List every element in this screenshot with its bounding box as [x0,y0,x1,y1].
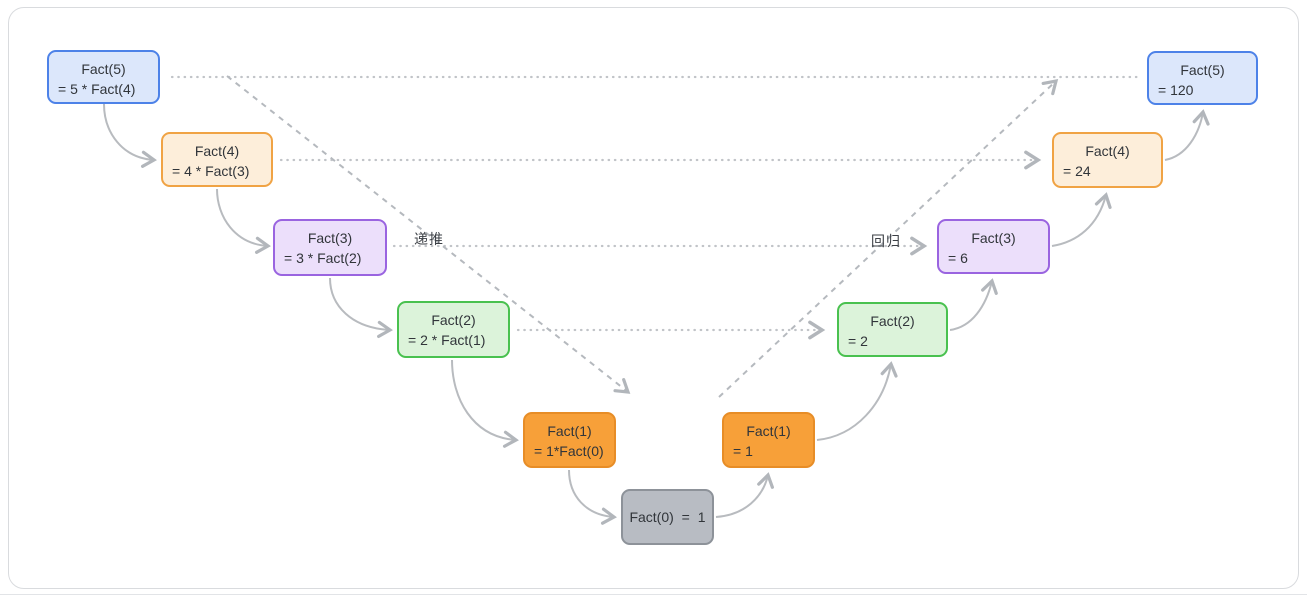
node-expression: = 1*Fact(0) [534,443,604,459]
arrow-return2-return3 [949,278,998,331]
node-value: = 24 [1063,163,1091,179]
arrow-call5-call4 [103,103,157,168]
node-title: Fact(5) [1180,62,1225,78]
node-fact2-call: Fact(2) = 2 * Fact(1) [397,301,510,358]
node-fact4-call: Fact(4) = 4 * Fact(3) [161,132,273,187]
node-title: Fact(4) [1085,143,1130,159]
node-expression: = 4 * Fact(3) [172,163,250,179]
arrow-return1-return2 [816,361,898,441]
node-expression: = 3 * Fact(2) [284,250,362,266]
label-return-phase: 回归 [871,233,901,249]
node-title: Fact(1) [746,423,791,439]
node-value: = 2 [848,333,868,349]
node-fact3-call: Fact(3) = 3 * Fact(2) [273,219,387,276]
arrow-base-return1 [715,472,774,518]
node-title: Fact(0) = 1 [629,509,706,525]
node-fact1-return: Fact(1) = 1 [722,412,815,468]
node-title: Fact(3) [971,230,1016,246]
arrow-return3-return4 [1051,192,1112,247]
label-descend-phase: 递推 [414,231,444,247]
node-fact2-return: Fact(2) = 2 [837,302,948,357]
node-title: Fact(5) [81,61,126,77]
arrow-call3-call2 [329,277,393,339]
node-fact1-call: Fact(1) = 1*Fact(0) [523,412,616,468]
arrow-call1-base [568,469,617,525]
arrow-call4-call3 [216,188,271,254]
node-fact0-base: Fact(0) = 1 [621,489,714,545]
node-title: Fact(2) [870,313,915,329]
node-fact4-return: Fact(4) = 24 [1052,132,1163,188]
node-fact5-call: Fact(5) = 5 * Fact(4) [47,50,160,104]
node-title: Fact(1) [547,423,592,439]
arrow-return4-return5 [1164,109,1210,161]
node-value: = 6 [948,250,968,266]
node-expression: = 5 * Fact(4) [58,81,136,97]
node-value: = 120 [1158,82,1194,98]
arrow-call2-call1 [451,359,519,448]
dashed-descend-arrow [226,75,631,394]
node-title: Fact(2) [431,312,476,328]
node-value: = 1 [733,443,753,459]
node-fact3-return: Fact(3) = 6 [937,219,1050,274]
node-fact5-return: Fact(5) = 120 [1147,51,1258,105]
node-title: Fact(4) [194,143,240,159]
node-expression: = 2 * Fact(1) [408,332,486,348]
node-title: Fact(3) [307,230,353,246]
